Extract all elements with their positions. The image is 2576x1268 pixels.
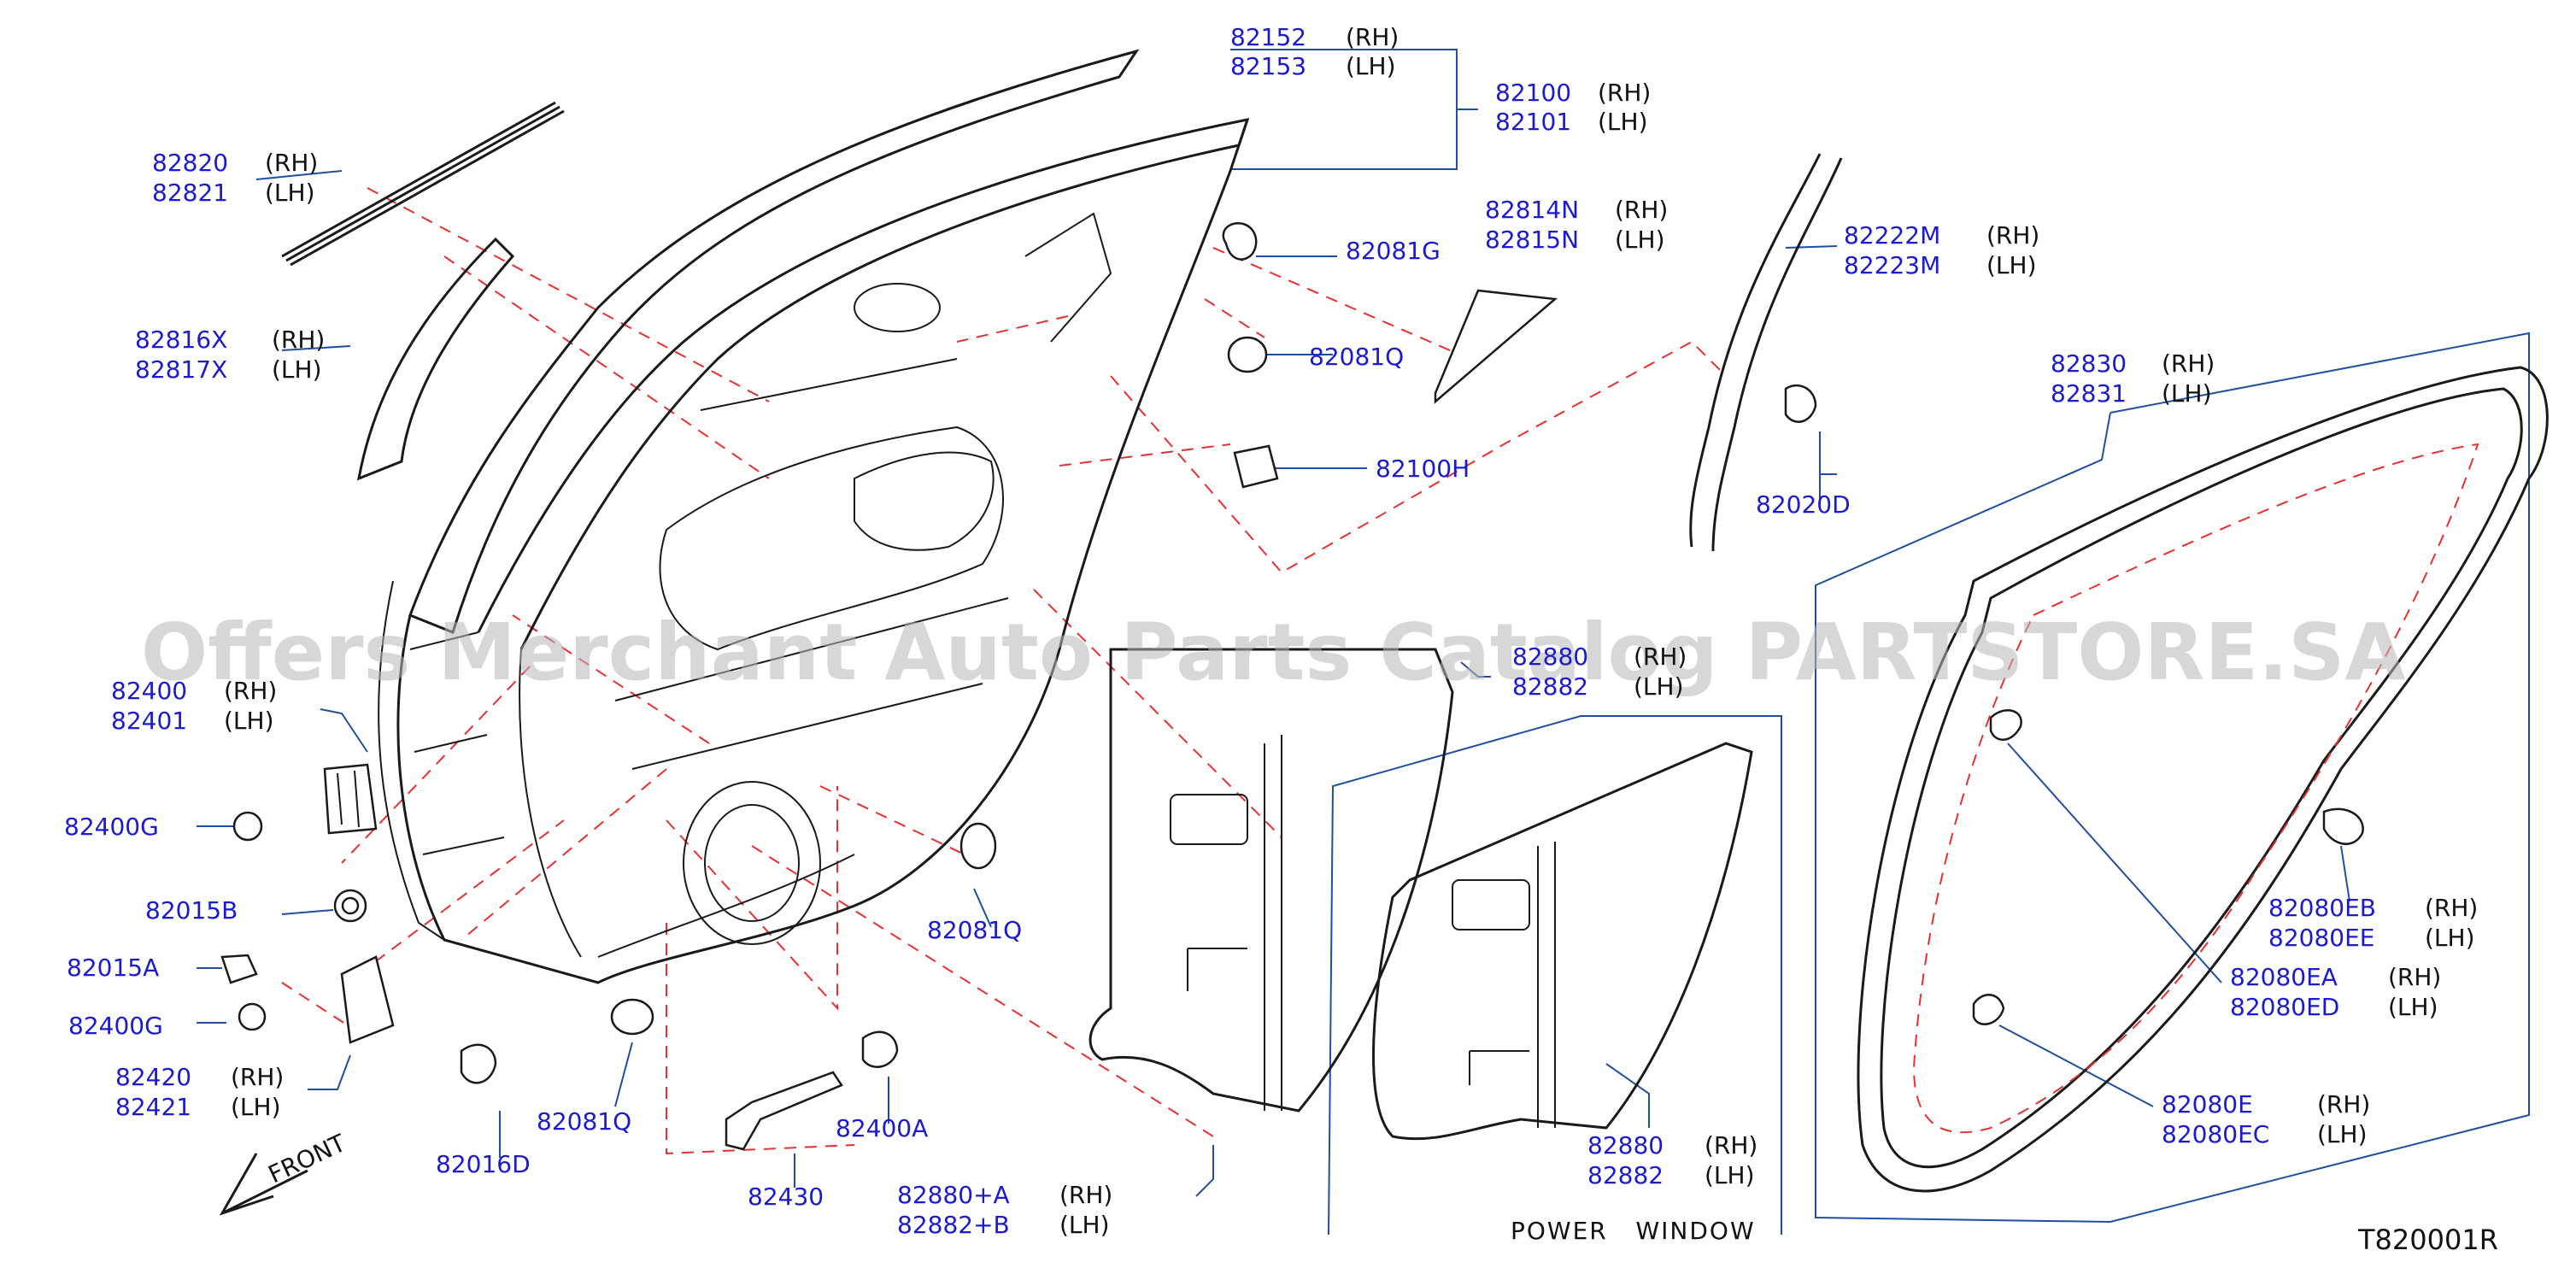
assembly-lines <box>281 187 1727 1155</box>
part-number: 82081Q <box>1309 343 1404 371</box>
side-label: (RH) <box>1346 23 1399 51</box>
side-label: (RH) <box>231 1063 284 1091</box>
part-number: 82020D <box>1756 490 1851 519</box>
side-label: (RH) <box>1986 221 2039 249</box>
side-label: (LH) <box>1705 1161 1755 1189</box>
side-label: (RH) <box>224 677 277 705</box>
part-number: 82817X <box>135 355 227 384</box>
side-label: (LH) <box>2425 924 2475 952</box>
part-number: 82081Q <box>537 1107 631 1136</box>
part-number: 82831 <box>2051 379 2127 408</box>
side-label: (LH) <box>2388 993 2438 1021</box>
leader-lines <box>197 49 2530 1236</box>
part-number: 82015B <box>145 896 238 925</box>
part-number: 82400 <box>111 677 187 705</box>
front-direction-label: FRONT <box>264 1129 350 1189</box>
part-number: 82080EE <box>2268 924 2374 952</box>
side-label: (LH) <box>1634 672 1684 701</box>
small-parts-art <box>220 153 2549 1193</box>
side-label: (RH) <box>2388 963 2441 991</box>
part-number: 82081Q <box>927 916 1022 944</box>
side-label: (LH) <box>2162 379 2212 408</box>
side-label: (LH) <box>1986 251 2037 279</box>
side-label: (LH) <box>1059 1211 1110 1239</box>
part-number: 82080ED <box>2230 993 2339 1021</box>
part-number: 82820 <box>152 149 228 177</box>
part-number: 82830 <box>2051 349 2127 378</box>
side-label: (LH) <box>1346 52 1396 80</box>
side-label: (RH) <box>1598 79 1651 107</box>
callouts: 82152 (RH) 82153 (LH) 82100 (RH) 82101 (… <box>64 23 2478 1239</box>
part-number: 82100 <box>1495 79 1571 107</box>
side-label: (LH) <box>1615 226 1665 254</box>
part-number: 82882 <box>1587 1161 1664 1189</box>
part-number: 82882 <box>1512 672 1588 701</box>
part-number: 82400A <box>836 1114 928 1142</box>
part-number: 82430 <box>748 1183 824 1211</box>
part-number: 82080E <box>2162 1090 2253 1118</box>
trim-panels-art <box>219 648 1753 1216</box>
part-number: 82016D <box>436 1150 531 1178</box>
side-label: (RH) <box>272 326 325 354</box>
part-number: 82421 <box>115 1093 191 1121</box>
side-label: (RH) <box>265 149 318 177</box>
side-label: (LH) <box>265 179 315 207</box>
part-number: 82880 <box>1512 643 1588 671</box>
part-number: 82153 <box>1230 52 1306 80</box>
part-number: 82400G <box>68 1012 163 1040</box>
part-number: 82815N <box>1485 226 1579 254</box>
part-number: 82814N <box>1485 196 1579 224</box>
part-number: 82816X <box>135 326 227 354</box>
door-panel-art <box>281 49 1250 984</box>
part-number: 82420 <box>115 1063 191 1091</box>
power-window-caption: POWER WINDOW <box>1511 1217 1756 1245</box>
side-label: (RH) <box>1634 643 1687 671</box>
part-number: 82222M <box>1844 221 1940 249</box>
part-number: 82401 <box>111 707 187 735</box>
part-number: 82882+B <box>897 1211 1010 1239</box>
part-number: 82880 <box>1587 1131 1664 1159</box>
side-label: (RH) <box>1615 196 1668 224</box>
part-number: 82223M <box>1844 251 1940 279</box>
diagram-reference-code: T820001R <box>2357 1224 2498 1256</box>
side-label: (LH) <box>224 707 274 735</box>
part-number: 82080EA <box>2230 963 2338 991</box>
side-label: (LH) <box>231 1093 281 1121</box>
part-number: 82400G <box>64 813 159 841</box>
part-number: 82101 <box>1495 108 1571 136</box>
side-label: (RH) <box>1059 1181 1112 1209</box>
side-label: (RH) <box>2162 349 2215 378</box>
part-number: 82081G <box>1346 237 1441 265</box>
side-label: (LH) <box>272 355 322 384</box>
part-number: 82080EC <box>2162 1120 2269 1148</box>
part-number: 82100H <box>1376 455 1470 483</box>
part-number: 82821 <box>152 179 228 207</box>
part-number: 82880+A <box>897 1181 1010 1209</box>
side-label: (RH) <box>2317 1090 2370 1118</box>
watermark-text: Offers Merchant Auto Parts Catalog PARTS… <box>141 607 2406 698</box>
part-number: 82152 <box>1230 23 1306 51</box>
side-label: (RH) <box>1705 1131 1757 1159</box>
side-label: (LH) <box>1598 108 1648 136</box>
part-number: 82080EB <box>2268 894 2376 922</box>
part-number: 82015A <box>67 954 159 982</box>
side-label: (RH) <box>2425 894 2478 922</box>
side-label: (LH) <box>2317 1120 2368 1148</box>
